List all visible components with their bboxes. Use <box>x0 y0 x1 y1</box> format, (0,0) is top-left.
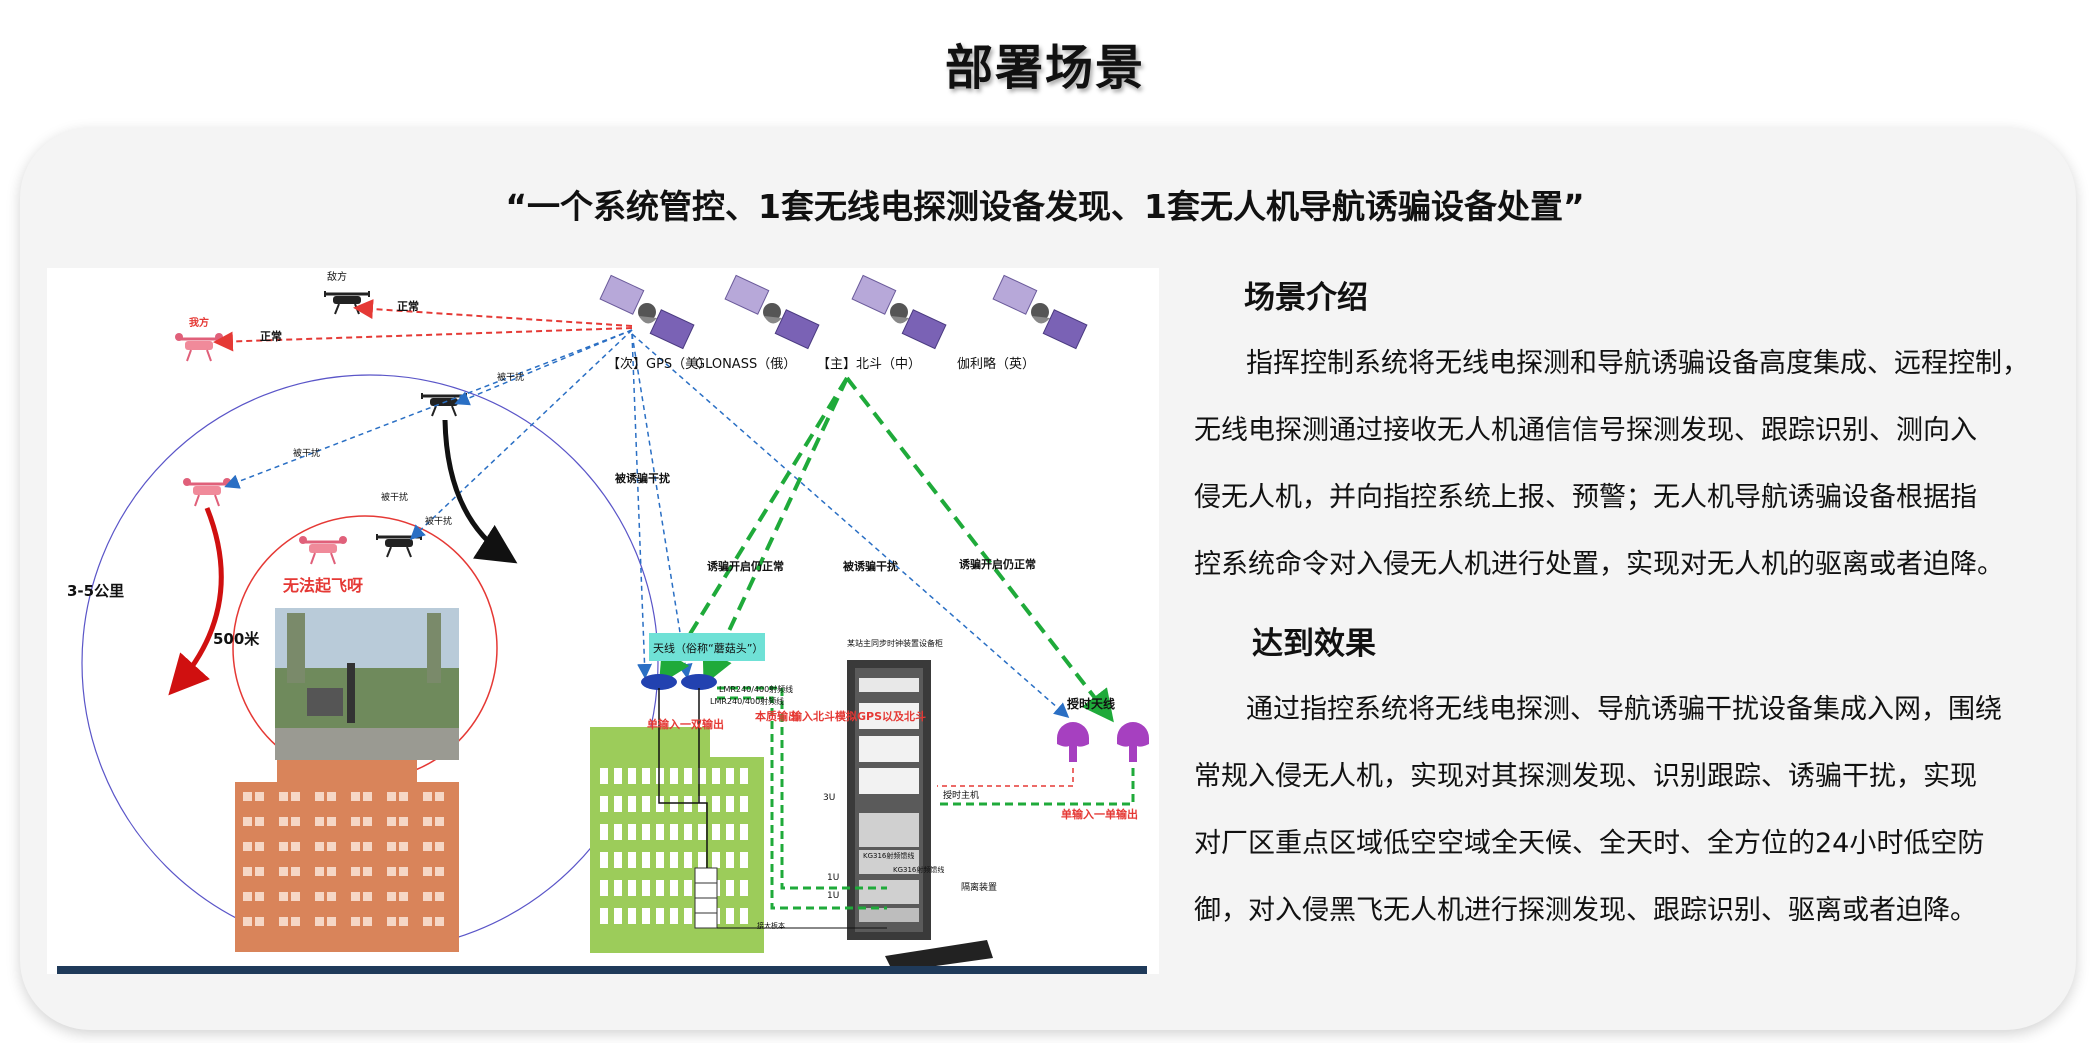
intro-line-3: 侵无人机，并向指控系统上报、预警；无人机导航诱骗设备根据指 <box>1194 482 1977 513</box>
deployment-diagram-svg: 敌方 我方 正常 正常 被干扰 被干扰 被干扰 被干扰 【次】GPS（美） GL… <box>67 270 1149 972</box>
label-sat-glonass: GLONASS（俄） <box>695 357 796 372</box>
label-normal-2: 正常 <box>260 329 282 343</box>
link-deceived-b <box>631 333 693 679</box>
label-deception-normal-1: 诱骗开启仍正常 <box>707 559 784 573</box>
label-sat-galileo: 伽利略（英） <box>957 356 1035 372</box>
drone-jammed-2 <box>181 476 233 508</box>
link-deceived-a <box>631 333 653 679</box>
label-kg316-a: KG316射频馈线 <box>863 851 914 860</box>
link-beidou-c <box>845 376 1114 723</box>
intro-line-2: 无线电探测通过接收无人机通信信号探测发现、跟踪识别、测向入 <box>1194 415 1977 446</box>
arrow-drive-away <box>442 419 518 564</box>
label-timing-antenna: 授时天线 <box>1067 696 1115 711</box>
timing-antenna-1 <box>1057 722 1089 762</box>
label-1u-a: 1U <box>827 873 839 883</box>
label-single-dual: 单输入一双输出 <box>647 717 724 731</box>
intro-line-1: 指挥控制系统将无线电探测和导航诱骗设备高度集成、远程控制， <box>1246 348 2029 379</box>
diagram-bottom-bar <box>57 966 1147 974</box>
label-bottom-plate: 接大板本 <box>757 921 785 930</box>
our-drone <box>173 331 225 363</box>
roof-antenna-2 <box>681 674 717 690</box>
label-deceived-jammed-1: 被诱骗干扰 <box>615 471 670 485</box>
label-3u: 3U <box>823 793 835 803</box>
clock-cabinet <box>847 660 931 940</box>
intro-line-4: 控系统命令对入侵无人机进行处置，实现对无人机的驱离或者迫降。 <box>1194 549 2004 580</box>
label-normal-1: 正常 <box>397 299 419 313</box>
satellite-glonass <box>724 274 820 350</box>
link-normal-enemy <box>353 299 633 327</box>
timing-antenna-2 <box>1117 722 1149 762</box>
arrow-forced-land <box>168 507 224 696</box>
orange-building <box>235 758 459 952</box>
effect-line-3: 对厂区重点区域低空空域全天候、全天时、全方位的24小时低空防 <box>1194 828 1985 859</box>
label-radius: 3-5公里 <box>67 582 124 600</box>
slogan: “一个系统管控、1套无线电探测设备发现、1套无人机导航诱骗设备处置” <box>505 187 1585 226</box>
antenna-box <box>649 633 765 661</box>
satellite-beidou <box>851 274 947 350</box>
label-sat-beidou: 【主】北斗（中） <box>817 357 921 372</box>
label-timing-host: 授时主机 <box>943 789 979 801</box>
roof-antenna-1 <box>641 674 677 690</box>
label-enemy: 敌方 <box>327 270 347 283</box>
label-lmr-2: LMR240/400射频线 <box>710 696 784 706</box>
site-photo <box>275 608 459 760</box>
label-deception-normal-2: 诱骗开启仍正常 <box>959 557 1036 571</box>
link-beidou-b <box>702 377 849 686</box>
label-jammed-1: 被干扰 <box>497 371 524 383</box>
effect-line-1: 通过指控系统将无线电探测、导航诱骗干扰设备集成入网，围绕 <box>1246 694 2002 725</box>
label-jammed-2: 被干扰 <box>293 447 320 459</box>
label-cannot-fly: 无法起飞呀 <box>282 576 363 595</box>
label-distance: 500米 <box>213 630 260 648</box>
effect-paragraph: 通过指控系统将无线电探测、导航诱骗干扰设备集成入网，围绕 常规入侵无人机，实现对… <box>1194 676 2054 944</box>
link-jammed-1 <box>454 329 633 406</box>
effect-line-4: 御，对入侵黑飞无人机进行探测发现、跟踪识别、驱离或者迫降。 <box>1194 895 1977 926</box>
label-isolation: 隔离装置 <box>961 881 997 893</box>
intro-paragraph: 指挥控制系统将无线电探测和导航诱骗设备高度集成、远程控制， 无线电探测通过接收无… <box>1194 330 2054 598</box>
label-sat-gps: 【次】GPS（美） <box>607 356 711 372</box>
link-beidou-a <box>658 376 849 685</box>
satellite-galileo <box>992 274 1088 350</box>
label-local-output: 本质输出 <box>755 709 799 723</box>
enemy-drone <box>323 289 371 316</box>
label-lmr-1: LMR240/400射频线 <box>719 684 793 694</box>
label-ours: 我方 <box>189 316 209 329</box>
link-jammed-3 <box>409 329 633 541</box>
wiring <box>658 686 1135 929</box>
label-cabinet-title: 某站主同步时钟装置设备柜 <box>847 638 943 648</box>
label-1u-b: 1U <box>827 891 839 901</box>
deployment-diagram: 敌方 我方 正常 正常 被干扰 被干扰 被干扰 被干扰 【次】GPS（美） GL… <box>47 268 1159 974</box>
label-deceived-jammed-2: 被诱骗干扰 <box>843 559 898 573</box>
green-building <box>590 727 764 953</box>
intro-heading: 场景介绍 <box>1244 280 1368 316</box>
page-title: 部署场景 <box>944 40 1145 96</box>
link-deceived-c <box>631 333 1070 718</box>
label-single-single: 单输入一单输出 <box>1061 807 1138 821</box>
link-jammed-2 <box>224 329 633 489</box>
label-kg316-b: KG316射频馈线 <box>893 865 944 874</box>
rack-device <box>885 940 993 972</box>
label-input-beidou: 输入北斗模拟GPS以及北斗 <box>791 709 926 723</box>
label-jammed-4: 被干扰 <box>425 515 452 527</box>
label-jammed-3: 被干扰 <box>381 491 408 503</box>
drone-jammed-3 <box>375 532 423 559</box>
drone-grounded <box>297 534 349 566</box>
effect-line-2: 常规入侵无人机，实现对其探测发现、识别跟踪、诱骗干扰，实现 <box>1194 761 1977 792</box>
effect-heading: 达到效果 <box>1252 626 1376 662</box>
label-antenna-box: 天线（俗称“蘑菇头”） <box>653 641 763 655</box>
